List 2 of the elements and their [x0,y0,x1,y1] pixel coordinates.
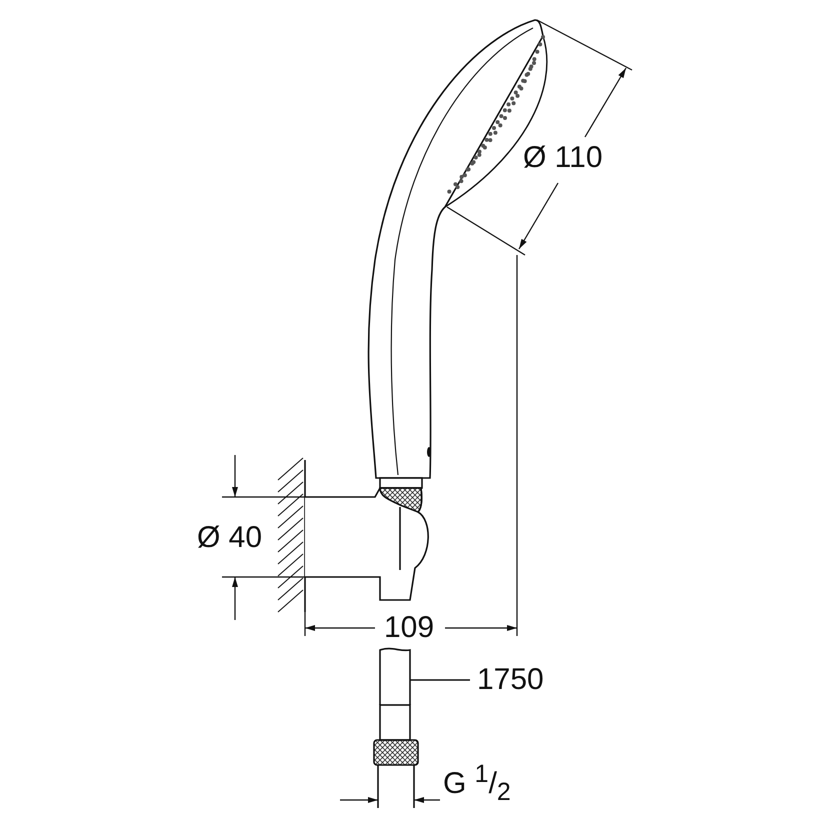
hose-drawing [373,648,419,808]
leader-line [410,679,470,681]
